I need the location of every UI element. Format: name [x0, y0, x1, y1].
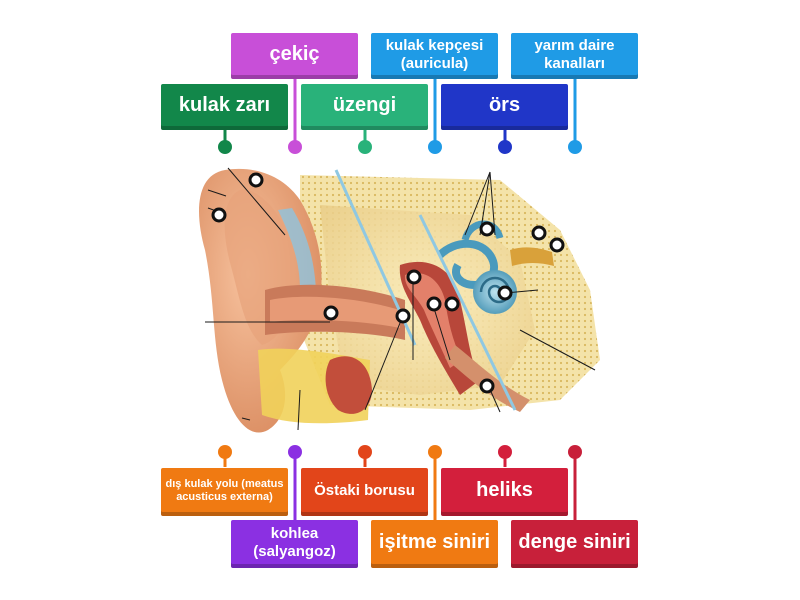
label-tile-ors[interactable]: örs: [441, 84, 568, 130]
anchor-dot: [428, 140, 442, 154]
drop-target-circle[interactable]: [444, 296, 460, 312]
anchor-dot: [288, 445, 302, 459]
muscle-tissue-shape: [325, 356, 372, 414]
drop-target-circle[interactable]: [426, 296, 442, 312]
label-tile-kohlea[interactable]: kohlea (salyangoz): [231, 520, 358, 568]
anchor-dot: [218, 140, 232, 154]
label-tile-uzengi[interactable]: üzengi: [301, 84, 428, 130]
anchor-dot: [498, 445, 512, 459]
drop-target-circle[interactable]: [248, 172, 264, 188]
anchor-dot: [428, 445, 442, 459]
anchor-dot: [358, 140, 372, 154]
label-tile-yarim-daire-kanallari[interactable]: yarım daire kanalları: [511, 33, 638, 79]
cochlea-shape: [473, 270, 517, 314]
drop-target-circle[interactable]: [211, 207, 227, 223]
label-tile-dis-kulak-yolu[interactable]: dış kulak yolu (meatus acusticus externa…: [161, 468, 288, 516]
middle-ear-inner-shape: [404, 272, 462, 368]
anchor-dot: [498, 140, 512, 154]
cartilage-strip-shape: [278, 208, 316, 290]
drop-target-circle[interactable]: [497, 285, 513, 301]
drop-target-circle[interactable]: [549, 237, 565, 253]
nerve-bundle-shape: [510, 247, 554, 266]
drop-target-circle[interactable]: [531, 225, 547, 241]
anchor-dot: [358, 445, 372, 459]
label-tile-ostaki-borusu[interactable]: Östaki borusu: [301, 468, 428, 516]
label-tile-denge-siniri[interactable]: denge siniri: [511, 520, 638, 568]
drop-target-circle[interactable]: [479, 378, 495, 394]
label-tile-cekic[interactable]: çekiç: [231, 33, 358, 79]
anchor-dot: [568, 445, 582, 459]
drop-target-circle[interactable]: [406, 269, 422, 285]
vessel-line: [418, 214, 517, 411]
drop-target-circle[interactable]: [323, 305, 339, 321]
anchor-dot: [218, 445, 232, 459]
label-tile-isitme-siniri[interactable]: işitme siniri: [371, 520, 498, 568]
drop-target-circle[interactable]: [479, 221, 495, 237]
label-tile-heliks[interactable]: heliks: [441, 468, 568, 516]
anchor-dot: [568, 140, 582, 154]
anchor-dot: [288, 140, 302, 154]
label-tile-kulak-kepcesi[interactable]: kulak kepçesi (auricula): [371, 33, 498, 79]
leader-lines: [205, 167, 596, 431]
drop-target-circle[interactable]: [395, 308, 411, 324]
label-tile-kulak-zari[interactable]: kulak zarı: [161, 84, 288, 130]
